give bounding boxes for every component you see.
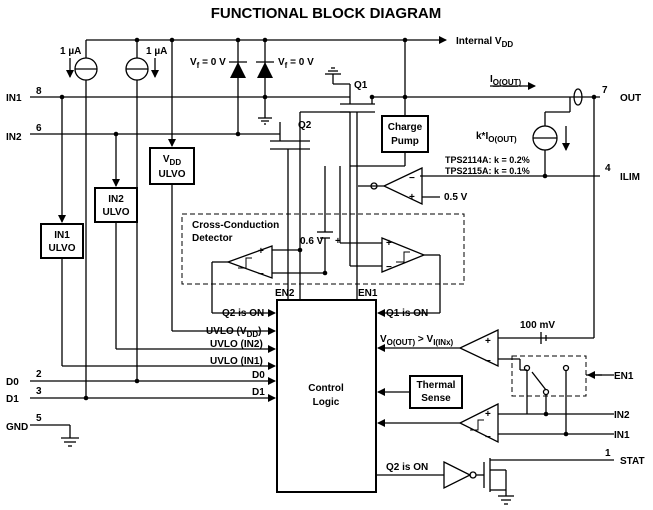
tps2115-note: TPS2115A: k = 0.1%: [445, 166, 530, 176]
svg-text:IN1: IN1: [54, 230, 70, 241]
current-source-2: 1 µA: [125, 40, 167, 381]
in1-line: IN1 8: [6, 86, 350, 104]
in2-line: IN2 6: [6, 123, 280, 143]
svg-text:−: −: [409, 173, 415, 184]
svg-text:D1: D1: [252, 387, 265, 398]
pin-d0-number: 2: [36, 369, 42, 380]
ilim-amplifier: 4 ILIM − + 0.5 V: [358, 163, 640, 206]
svg-text:−: −: [386, 262, 392, 273]
svg-text:−: −: [258, 269, 264, 280]
input-select-switch: EN1: [511, 355, 634, 434]
pin-in1-right-label: IN1: [614, 430, 630, 441]
diode-1: Vf = 0 V: [190, 40, 247, 134]
pin-gnd-label: GND: [6, 422, 28, 433]
diagram-title: FUNCTIONAL BLOCK DIAGRAM: [211, 5, 442, 22]
svg-text:Q2: Q2: [298, 120, 312, 131]
charge-pump-block: Charge Pump: [349, 40, 429, 167]
pin-ilim-number: 4: [605, 163, 611, 174]
internal-vdd-label: Internal V: [456, 36, 502, 47]
pin-stat-label: STAT: [620, 456, 645, 467]
pin-en1-label: EN1: [614, 371, 634, 382]
svg-text:ULVO: ULVO: [102, 207, 129, 218]
svg-text:ULVO: ULVO: [158, 169, 185, 180]
in2-ulvo-block: IN2 ULVO: [94, 134, 276, 353]
ref-0v5-label: 0.5 V: [444, 192, 468, 203]
en2-label: EN2: [275, 288, 295, 299]
en1-internal-label: EN1: [358, 288, 378, 299]
pin-d1-label: D1: [6, 394, 19, 405]
svg-text:+: +: [485, 409, 491, 420]
gnd-pin: GND 5: [6, 413, 79, 447]
svg-text:IN2: IN2: [108, 194, 124, 205]
svg-text:1 µA: 1 µA: [60, 46, 81, 57]
svg-text:+: +: [485, 336, 491, 347]
pin-gnd-number: 5: [36, 413, 42, 424]
pin-out-label: OUT: [620, 93, 641, 104]
svg-text:ULVO: ULVO: [48, 243, 75, 254]
tps2114-note: TPS2114A: k = 0.2%: [445, 155, 530, 165]
q1-on-label: Q1 is ON: [386, 308, 428, 319]
thermal-label-1: Thermal: [417, 380, 456, 391]
thermal-label-2: Sense: [421, 393, 451, 404]
svg-text:Internal VDD: Internal VDD: [456, 36, 513, 49]
in1-ulvo-block: IN1 ULVO: [40, 97, 276, 370]
io-out-label: I: [490, 74, 493, 85]
control-logic-block: Control Logic: [276, 299, 377, 493]
vdd-ulvo-block: VDD ULVO: [149, 147, 276, 335]
thermal-sense-block: Thermal Sense: [377, 375, 463, 409]
svg-text:VDD: VDD: [163, 154, 181, 167]
svg-text:D0: D0: [252, 370, 265, 381]
current-source-1: 1 µA: [60, 40, 98, 398]
svg-text:UVLO (VDD): UVLO (VDD): [206, 326, 261, 339]
charge-pump-label-2: Pump: [391, 136, 419, 147]
svg-text:+: +: [258, 246, 264, 257]
offset-100mv-label: 100 mV: [520, 320, 555, 331]
sense-current-source: k*IO(OUT) TPS2114A: k = 0.2% TPS2115A: k…: [445, 97, 571, 176]
pin-d1-number: 3: [36, 386, 42, 397]
svg-text:1 µA: 1 µA: [146, 46, 167, 57]
pin-in2-right-label: IN2: [614, 410, 630, 421]
pin-stat-number: 1: [605, 448, 611, 459]
svg-text:Detector: Detector: [192, 233, 233, 244]
stat-output: Q2 is ON 1 STAT: [376, 448, 645, 505]
svg-text:Vf = 0 V: Vf = 0 V: [190, 57, 226, 70]
q2-on-label: Q2 is ON: [222, 308, 264, 319]
pin-out-number: 7: [602, 85, 608, 96]
ref-0v6-label: 0.6 V: [300, 236, 324, 247]
svg-text:k*IO(OUT): k*IO(OUT): [476, 131, 517, 144]
uvlo-in1-label: UVLO (IN1): [210, 356, 263, 367]
svg-text:Q1: Q1: [354, 80, 368, 91]
cross-conduction-detector: Cross-Conduction Detector + − + − 0.6 V …: [181, 166, 465, 317]
svg-text:−: −: [485, 432, 491, 443]
pin-in2-number: 6: [36, 123, 42, 134]
pin-in2-label: IN2: [6, 132, 22, 143]
pin-in1-number: 8: [36, 86, 42, 97]
q1-transistor: Q1: [325, 67, 408, 300]
svg-text:−: −: [485, 356, 491, 367]
pin-in1-label: IN1: [6, 93, 22, 104]
uvlo-in2-label: UVLO (IN2): [210, 339, 263, 350]
svg-text:+: +: [335, 236, 341, 247]
output-line: IO(OUT) 7 OUT: [372, 74, 641, 106]
d0-d1-lines: D0 2 D0 D1 3 D1: [6, 369, 276, 405]
pin-ilim-label: ILIM: [620, 172, 640, 183]
pin-d0-label: D0: [6, 377, 19, 388]
q2-transistor: Q2: [258, 97, 350, 300]
svg-text:Vf = 0 V: Vf = 0 V: [278, 57, 314, 70]
svg-text:+: +: [386, 238, 392, 249]
svg-text:IO(OUT): IO(OUT): [490, 74, 522, 87]
diode-2: Vf = 0 V: [256, 40, 314, 97]
control-logic-label-1: Control: [308, 383, 344, 394]
charge-pump-label-1: Charge: [388, 122, 423, 133]
input-compare-amplifier: + − IN2 IN1: [377, 402, 630, 444]
svg-text:VO(OUT) > VI(INx): VO(OUT) > VI(INx): [380, 334, 454, 347]
internal-vdd-sub: DD: [502, 40, 514, 49]
svg-text:Cross-Conduction: Cross-Conduction: [192, 220, 279, 231]
vout-compare-amplifier: VO(OUT) > VI(INx) + − 100 mV: [377, 97, 595, 370]
svg-text:+: +: [409, 192, 415, 203]
control-logic-label-2: Logic: [313, 397, 340, 408]
q2-on-stat-label: Q2 is ON: [386, 462, 428, 473]
